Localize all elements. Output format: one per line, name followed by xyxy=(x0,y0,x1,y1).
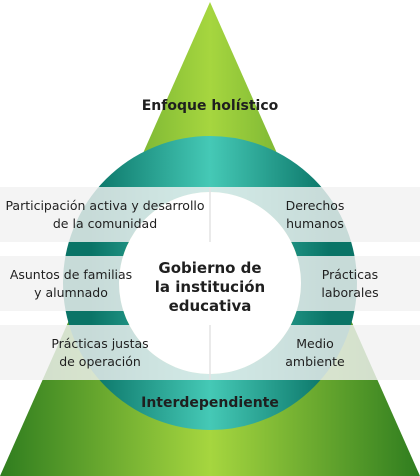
right-item-1-line-1: Derechos xyxy=(285,198,345,213)
right-item-1-line-2: humanos xyxy=(286,216,344,231)
center-label-line-1: Gobierno de xyxy=(158,259,262,277)
left-item-asuntos: Asuntos de familias y alumnado xyxy=(0,266,142,302)
left-item-3-line-2: de operación xyxy=(59,354,141,369)
right-item-3-line-2: ambiente xyxy=(285,354,345,369)
right-item-practicas-laborales: Prácticas laborales xyxy=(290,266,410,302)
left-item-1-line-1: Participación activa y desarrollo xyxy=(5,198,205,213)
right-item-2-line-2: laborales xyxy=(321,285,379,300)
left-item-2-line-1: Asuntos de familias xyxy=(9,267,133,282)
right-item-3-line-1: Medio xyxy=(296,336,334,351)
right-item-2-line-1: Prácticas xyxy=(321,267,379,282)
center-label: Gobierno de la institución educativa xyxy=(130,259,290,316)
left-item-3-line-1: Prácticas justas xyxy=(51,336,149,351)
center-label-line-3: educativa xyxy=(168,297,252,315)
right-item-medio-ambiente: Medio ambiente xyxy=(255,335,375,371)
center-disc xyxy=(119,192,301,374)
top-label: Enfoque holístico xyxy=(141,98,279,114)
left-item-1-line-2: de la comunidad xyxy=(52,216,158,231)
left-item-practicas-justas: Prácticas justas de operación xyxy=(20,335,180,371)
bottom-label: Interdependiente xyxy=(141,395,279,411)
right-item-derechos: Derechos humanos xyxy=(250,197,380,233)
center-label-line-2: la institución xyxy=(154,278,266,296)
left-item-2-line-2: y alumnado xyxy=(34,285,108,300)
left-item-participacion: Participación activa y desarrollo de la … xyxy=(0,197,210,233)
